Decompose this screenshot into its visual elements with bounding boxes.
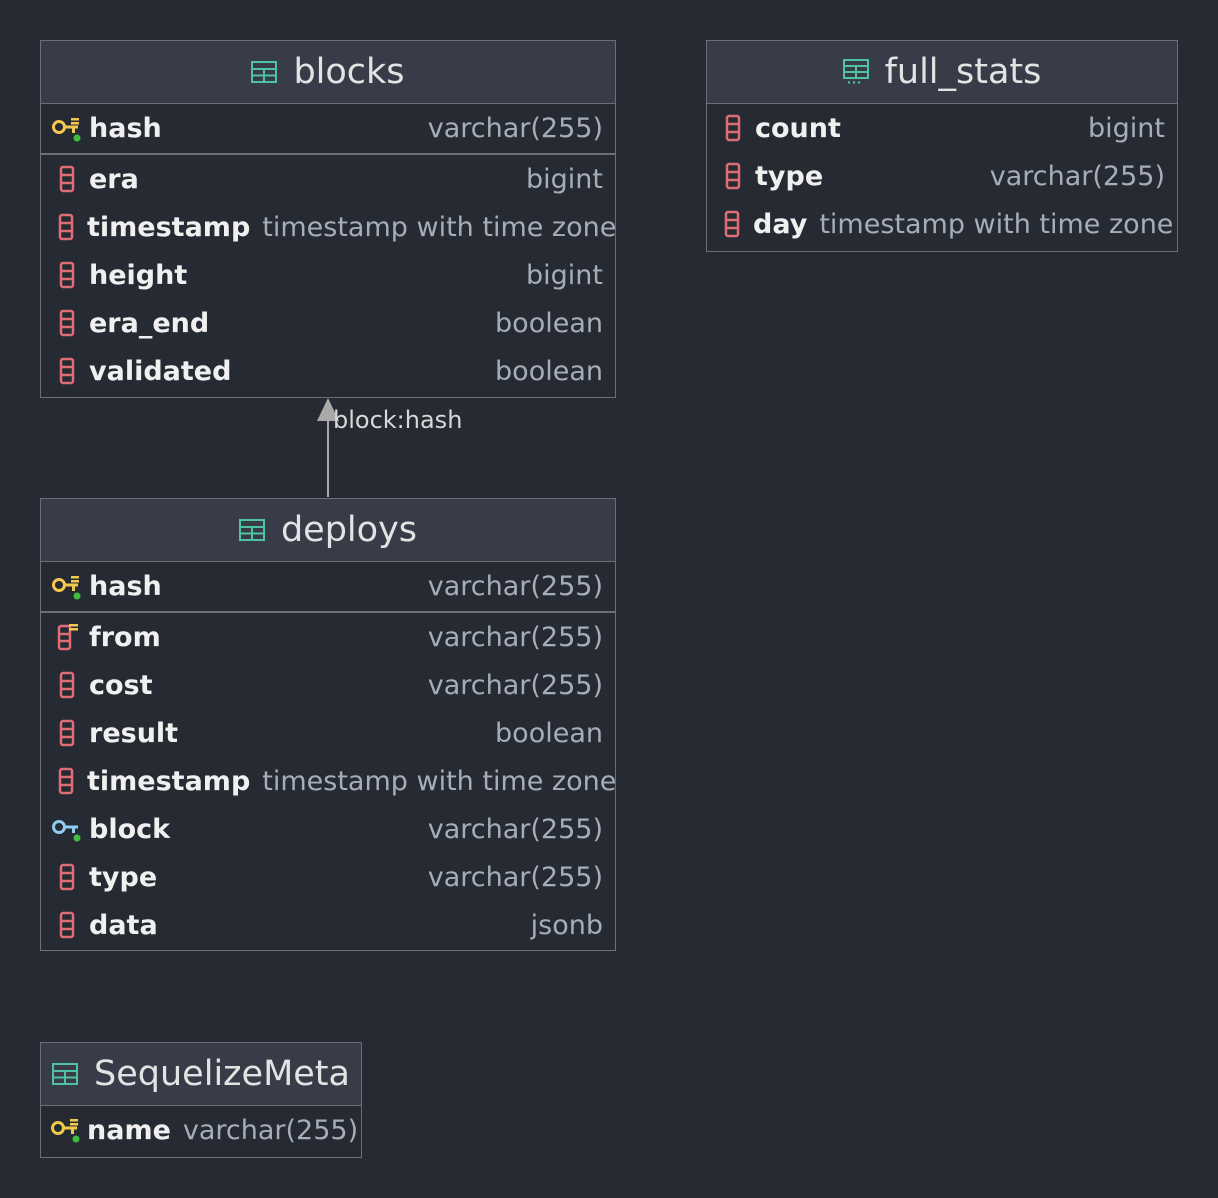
column-type: timestamp with time zone	[262, 211, 617, 243]
column-type: varchar(255)	[427, 113, 603, 144]
column-row-height[interactable]: height bigint	[41, 251, 615, 299]
table-blocks[interactable]: blocks hash varchar(255) era bigint timesta…	[40, 40, 616, 398]
column-row-block[interactable]: block varchar(255)	[41, 805, 615, 853]
column-row-result[interactable]: result boolean	[41, 709, 615, 757]
column-name: height	[89, 259, 188, 291]
column-name: era_end	[89, 307, 210, 339]
column-list: from varchar(255) cost varchar(255) result bo…	[41, 613, 617, 949]
column-row-validated[interactable]: validated boolean	[41, 347, 615, 395]
column-icon	[51, 670, 83, 700]
column-row-hash[interactable]: hash varchar(255)	[41, 104, 615, 153]
column-icon	[51, 862, 83, 892]
column-row-count[interactable]: count bigint	[707, 104, 1177, 152]
column-name: timestamp	[87, 211, 251, 243]
column-icon	[51, 766, 81, 796]
column-row-from[interactable]: from varchar(255)	[41, 613, 615, 661]
column-type: varchar(255)	[427, 621, 603, 653]
column-name: timestamp	[87, 765, 251, 797]
column-name: hash	[89, 571, 162, 602]
column-type: jsonb	[530, 909, 603, 941]
table-icon	[238, 519, 265, 541]
column-list: count bigint type varchar(255) day timestamp …	[707, 104, 1177, 248]
column-row-era-end[interactable]: era_end boolean	[41, 299, 615, 347]
column-list: era bigint timestamp timestamp with time zo…	[41, 155, 617, 395]
relation-arrowhead	[317, 398, 339, 421]
foreign-key-icon	[51, 814, 83, 844]
table-title: blocks	[293, 52, 405, 92]
column-name: era	[89, 163, 139, 195]
view-table-icon	[842, 59, 869, 85]
column-icon	[717, 209, 747, 239]
column-icon	[51, 260, 83, 290]
column-type: varchar(255)	[427, 669, 603, 701]
primary-key-section: hash varchar(255)	[41, 562, 615, 613]
relation-label: block:hash	[333, 406, 463, 434]
column-row-era[interactable]: era bigint	[41, 155, 615, 203]
column-row-day[interactable]: day timestamp with time zone	[707, 200, 1177, 248]
column-type: timestamp with time zone	[262, 765, 617, 797]
column-name: type	[755, 160, 824, 192]
column-type: varchar(255)	[989, 160, 1165, 192]
column-row-type[interactable]: type varchar(255)	[41, 853, 615, 901]
column-name: block	[89, 813, 171, 845]
column-type: bigint	[526, 163, 603, 195]
column-type: timestamp with time zone	[819, 208, 1174, 240]
indexed-column-icon	[51, 622, 83, 652]
table-title: SequelizeMeta	[94, 1054, 350, 1094]
table-full-stats[interactable]: full_stats count bigint type varchar(255) da…	[706, 40, 1178, 252]
column-icon	[51, 164, 83, 194]
column-icon	[51, 718, 83, 748]
column-name: type	[89, 861, 158, 893]
primary-key-icon	[51, 1115, 81, 1145]
table-sequelize-meta[interactable]: SequelizeMeta name varchar(255)	[40, 1042, 362, 1158]
column-name: validated	[89, 355, 232, 387]
primary-key-icon	[51, 572, 83, 602]
column-row-cost[interactable]: cost varchar(255)	[41, 661, 615, 709]
column-type: varchar(255)	[427, 571, 603, 602]
column-type: boolean	[495, 355, 603, 387]
column-name: name	[87, 1114, 171, 1146]
column-name: day	[753, 208, 808, 240]
column-icon	[51, 308, 83, 338]
column-type: boolean	[495, 717, 603, 749]
table-icon	[52, 1063, 79, 1085]
column-icon	[717, 113, 749, 143]
primary-key-section: hash varchar(255)	[41, 104, 615, 155]
column-row-hash[interactable]: hash varchar(255)	[41, 562, 615, 611]
column-icon	[51, 356, 83, 386]
column-icon	[717, 161, 749, 191]
column-name: count	[755, 112, 841, 144]
column-type: bigint	[1088, 112, 1165, 144]
column-row-name[interactable]: name varchar(255)	[41, 1106, 361, 1154]
column-type: varchar(255)	[182, 1114, 359, 1146]
table-title: deploys	[280, 510, 418, 550]
column-row-timestamp[interactable]: timestamp timestamp with time zone	[41, 757, 617, 805]
column-name: from	[89, 621, 161, 653]
column-icon	[51, 910, 83, 940]
column-name: hash	[89, 113, 162, 144]
table-title: full_stats	[884, 52, 1042, 92]
column-type: bigint	[526, 259, 603, 291]
table-deploys[interactable]: deploys hash varchar(255) from varchar(255…	[40, 498, 616, 951]
primary-key-icon	[51, 114, 83, 144]
column-type: varchar(255)	[427, 813, 603, 845]
column-row-timestamp[interactable]: timestamp timestamp with time zone	[41, 203, 617, 251]
table-header[interactable]: deploys	[41, 499, 615, 562]
column-row-data[interactable]: data jsonb	[41, 901, 615, 949]
column-type: boolean	[495, 307, 603, 339]
column-type: varchar(255)	[427, 861, 603, 893]
table-header[interactable]: SequelizeMeta	[41, 1043, 361, 1106]
table-header[interactable]: full_stats	[707, 41, 1177, 104]
column-name: result	[89, 717, 179, 749]
column-name: cost	[89, 669, 153, 701]
primary-key-section: name varchar(255)	[41, 1106, 361, 1154]
table-icon	[251, 61, 278, 83]
column-name: data	[89, 909, 158, 941]
table-header[interactable]: blocks	[41, 41, 615, 104]
column-icon	[51, 212, 81, 242]
column-row-type[interactable]: type varchar(255)	[707, 152, 1177, 200]
